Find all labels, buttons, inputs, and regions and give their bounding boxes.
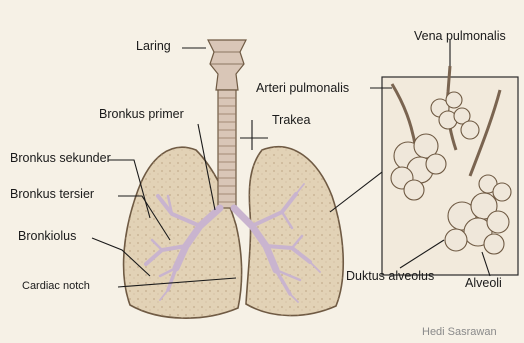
label-bronkus-sekunder: Bronkus sekunder: [10, 152, 111, 165]
credit-text: Hedi Sasrawan: [422, 326, 497, 338]
label-duktus-alveolus: Duktus alveolus: [346, 270, 434, 283]
leader-inset-pointer: [330, 172, 382, 212]
label-bronkus-tersier: Bronkus tersier: [10, 188, 94, 201]
larynx: [208, 40, 246, 90]
label-bronkiolus: Bronkiolus: [18, 230, 76, 243]
label-bronkus-primer: Bronkus primer: [99, 108, 184, 121]
label-alveoli: Alveoli: [465, 277, 502, 290]
label-trakea: Trakea: [272, 114, 310, 127]
trachea: [218, 90, 236, 208]
label-vena-pulmonalis: Vena pulmonalis: [414, 30, 506, 43]
right-lung: [246, 147, 343, 316]
label-arteri-pulmonalis: Arteri pulmonalis: [256, 82, 349, 95]
label-laring: Laring: [136, 40, 171, 53]
label-cardiac-notch: Cardiac notch: [22, 281, 90, 292]
